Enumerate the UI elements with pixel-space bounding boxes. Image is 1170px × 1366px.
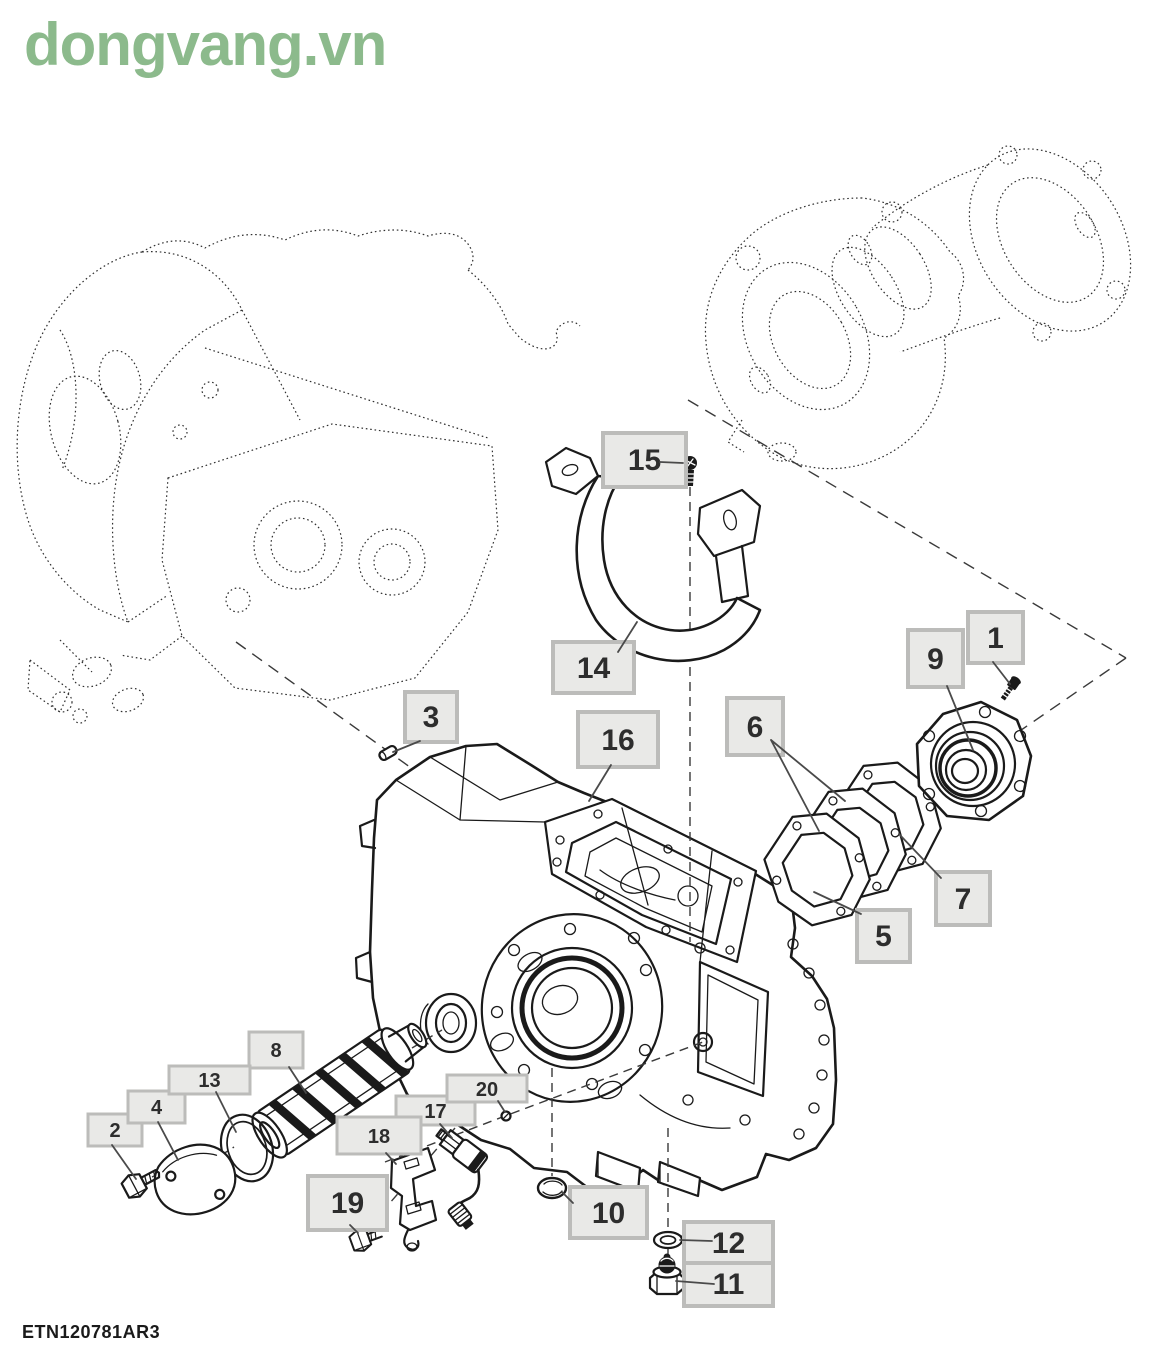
svg-text:13: 13 bbox=[198, 1070, 220, 1092]
washer-12-part bbox=[652, 1230, 684, 1250]
svg-text:15: 15 bbox=[628, 444, 661, 477]
callout-9[interactable]: 9 bbox=[906, 628, 965, 689]
svg-text:18: 18 bbox=[368, 1126, 390, 1148]
svg-text:8: 8 bbox=[270, 1040, 281, 1062]
svg-text:16: 16 bbox=[601, 724, 634, 757]
drawing-code: ETN120781AR3 bbox=[22, 1322, 161, 1342]
plug-10-part bbox=[536, 1176, 568, 1200]
sensor-part bbox=[435, 1128, 489, 1230]
svg-text:17: 17 bbox=[424, 1101, 446, 1123]
cover-plate-part bbox=[153, 1143, 237, 1216]
dowel-pin-part bbox=[378, 744, 398, 762]
callout-20[interactable]: 20 bbox=[445, 1073, 529, 1104]
svg-text:14: 14 bbox=[577, 652, 611, 685]
pin-20-part bbox=[500, 1110, 512, 1122]
phantom-axle-drawing bbox=[704, 145, 1132, 470]
callout-10[interactable]: 10 bbox=[568, 1185, 649, 1240]
phantom-transmission-drawing bbox=[16, 229, 581, 724]
svg-text:4: 4 bbox=[151, 1097, 163, 1119]
svg-text:10: 10 bbox=[592, 1197, 625, 1230]
svg-text:9: 9 bbox=[927, 643, 944, 676]
svg-text:5: 5 bbox=[875, 920, 892, 953]
watermark-logo: dongvang.vn bbox=[24, 11, 387, 78]
svg-text:20: 20 bbox=[476, 1079, 498, 1101]
callout-3[interactable]: 3 bbox=[403, 690, 459, 744]
svg-text:3: 3 bbox=[423, 701, 440, 734]
cap-screw-1-part bbox=[1000, 676, 1021, 701]
callout-2[interactable]: 2 bbox=[86, 1112, 144, 1148]
svg-text:2: 2 bbox=[109, 1120, 120, 1142]
main-housing-drawing bbox=[354, 742, 838, 1198]
leader-lines bbox=[111, 461, 1011, 1285]
svg-text:11: 11 bbox=[713, 1268, 745, 1301]
svg-text:7: 7 bbox=[955, 883, 972, 916]
bolt-2-part bbox=[120, 1169, 161, 1199]
callout-1[interactable]: 1 bbox=[966, 610, 1025, 665]
svg-text:6: 6 bbox=[747, 711, 764, 744]
svg-text:19: 19 bbox=[331, 1187, 364, 1220]
drain-plug-part bbox=[648, 1253, 686, 1296]
callout-7[interactable]: 7 bbox=[934, 870, 992, 927]
clamp-bracket-part bbox=[389, 1146, 438, 1252]
callout-8[interactable]: 8 bbox=[247, 1030, 305, 1070]
callout-19[interactable]: 19 bbox=[306, 1174, 389, 1232]
centerlines-rear bbox=[235, 399, 1127, 885]
bearing-quill-part bbox=[915, 700, 1033, 822]
callout-5[interactable]: 5 bbox=[855, 908, 912, 964]
svg-text:1: 1 bbox=[987, 622, 1004, 655]
callout-18[interactable]: 18 bbox=[335, 1115, 423, 1156]
svg-text:12: 12 bbox=[712, 1227, 745, 1260]
callout-16[interactable]: 16 bbox=[576, 710, 660, 769]
callout-13[interactable]: 13 bbox=[167, 1064, 252, 1096]
shim-5-part bbox=[763, 812, 871, 927]
guard-shield-part bbox=[544, 446, 762, 663]
callout-15[interactable]: 15 bbox=[601, 431, 688, 489]
callout-4[interactable]: 4 bbox=[126, 1089, 187, 1125]
callout-12[interactable]: 12 bbox=[682, 1220, 775, 1265]
callout-14[interactable]: 14 bbox=[551, 640, 636, 695]
